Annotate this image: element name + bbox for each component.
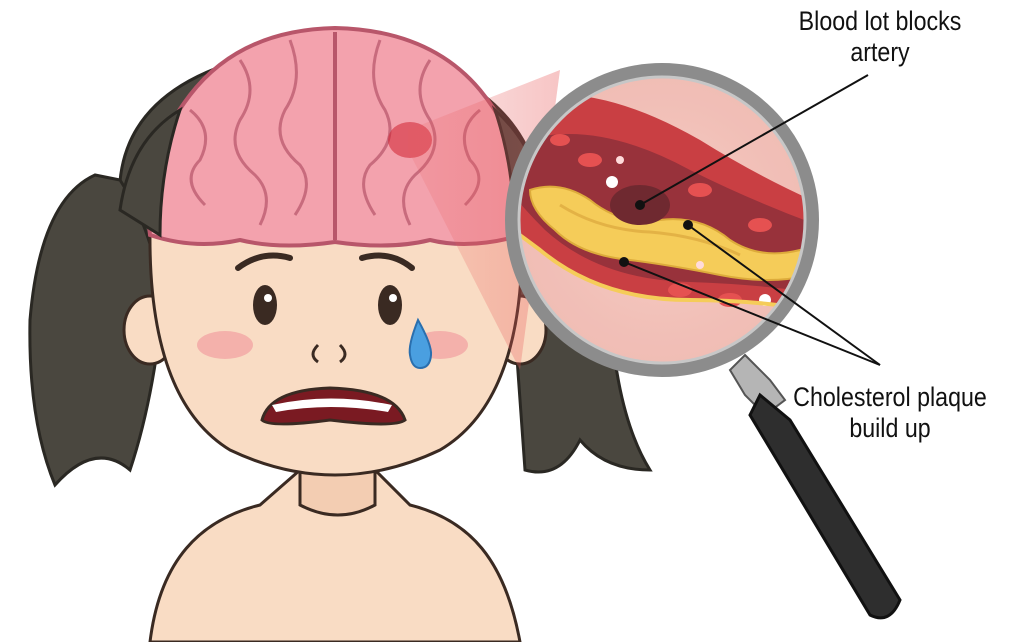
leader-dot-plaque-2 (619, 257, 629, 267)
label-cholesterol-plaque: Cholesterol plaque build up (787, 382, 993, 444)
label-plaque-line1: Cholesterol plaque (787, 382, 993, 413)
girl-eye-right (378, 285, 402, 325)
girl-cheek-left (197, 331, 253, 359)
label-blood-clot: Blood lot blocks artery (777, 6, 983, 68)
leader-dot-blood-clot (635, 200, 645, 210)
girl-eye-left (253, 285, 277, 325)
label-blood-clot-line1: Blood lot blocks (777, 6, 983, 37)
leader-dot-plaque-1 (683, 220, 693, 230)
label-plaque-line2: build up (787, 413, 993, 444)
label-blood-clot-line2: artery (777, 37, 983, 68)
